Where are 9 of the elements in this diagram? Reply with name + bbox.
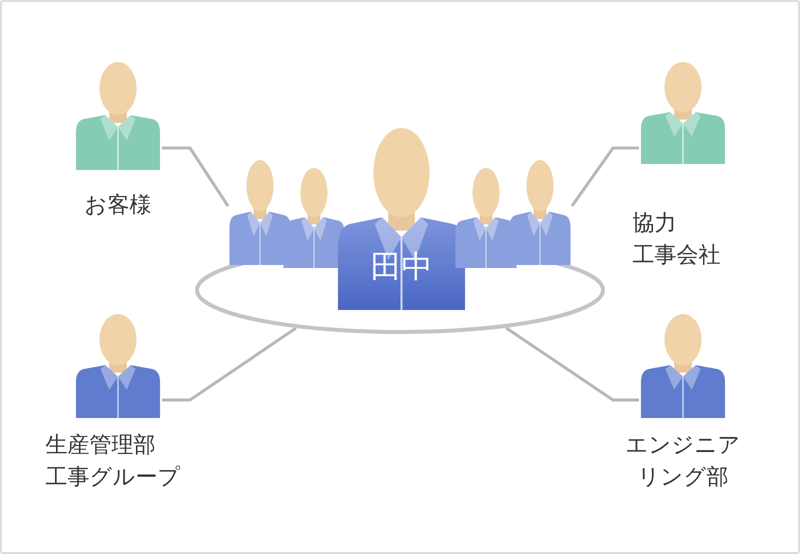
department-label: 生産管理部工事グループ [45, 432, 182, 492]
department-label: エンジニアリング部 [624, 432, 742, 492]
connector-line [162, 326, 297, 402]
connector-line [505, 326, 639, 402]
department-label: 協力工事会社 [632, 210, 722, 270]
department-label: お客様 [84, 192, 152, 220]
connector-line [162, 146, 230, 207]
connector-line [570, 146, 639, 207]
name-label: 田中 [370, 252, 432, 283]
